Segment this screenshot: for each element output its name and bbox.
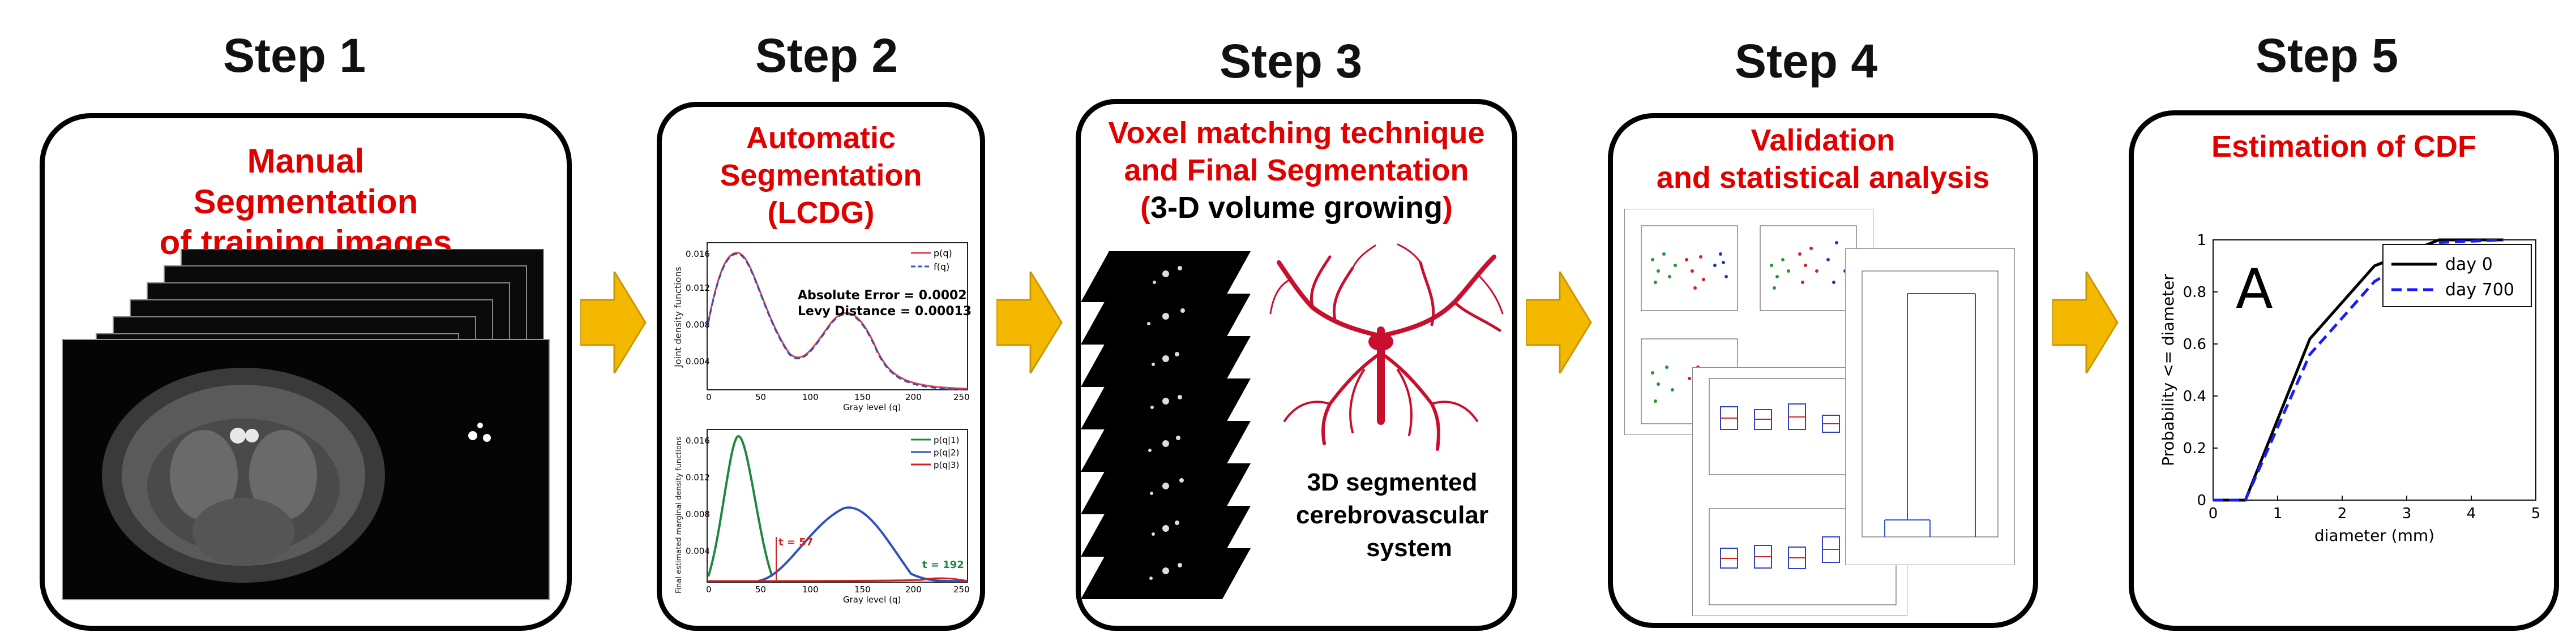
heading-line: Segmentation	[720, 158, 922, 192]
ytick: 0.016	[686, 249, 710, 259]
step-4-panel: Validation and statistical analysis	[1608, 113, 2038, 628]
step-3-caption: 3D segmented cerebrovascular system	[1285, 466, 1500, 565]
xtick: 50	[755, 392, 766, 402]
plot-ylabel: Joint density functions	[673, 266, 683, 368]
panel-label: A	[2236, 257, 2273, 321]
threshold-t1: t = 57	[778, 536, 813, 548]
x-tick-label: 2	[2338, 505, 2347, 522]
caption-line: 3D segmented	[1307, 468, 1478, 496]
heading-line: Manual	[247, 142, 365, 180]
xtick: 50	[755, 584, 766, 595]
step-5-heading: Estimation of CDF	[2134, 128, 2554, 165]
xtick: 150	[854, 584, 871, 595]
series-line-day-700	[2213, 238, 2504, 502]
heading-line: (LCDG)	[767, 196, 875, 230]
step-5-panel: Estimation of CDF 0 1 2 3 4 5 0 0.2 0.4 0.6 0.8 1 di…	[2129, 110, 2559, 631]
xtick: 150	[854, 392, 871, 402]
arrow-1-to-2	[580, 272, 647, 373]
y-tick-label: 0	[2197, 492, 2206, 509]
step-2-panel: Automatic Segmentation (LCDG) Joint dens…	[657, 102, 985, 631]
plot-xlabel: Gray level (q)	[843, 402, 901, 412]
x-axis-label: diameter (mm)	[2314, 526, 2434, 545]
legend-label: p(q)	[934, 248, 952, 259]
heading-line: Segmentation	[193, 183, 418, 221]
x-tick-label: 1	[2273, 505, 2283, 522]
step-2-heading: Automatic Segmentation (LCDG)	[662, 119, 980, 231]
step-3-panel: Voxel matching technique and Final Segme…	[1076, 99, 1517, 631]
step-3-subheading: (3-D volume growing)	[1081, 189, 1512, 226]
xtick: 200	[905, 392, 922, 402]
xtick: 0	[706, 392, 712, 402]
x-tick-label: 3	[2402, 505, 2412, 522]
step-5-title: Step 5	[2255, 29, 2399, 82]
ytick: 0.012	[686, 472, 710, 483]
lcdg-marginal-density-plot: Final estimated marginal density functio…	[675, 429, 970, 605]
plot-xlabel: Gray level (q)	[843, 595, 901, 605]
step-1-heading: Manual Segmentation of training images	[45, 141, 567, 263]
paren-open: (	[1140, 191, 1150, 225]
plot-ylabel: Final estimated marginal density functio…	[675, 437, 683, 593]
volume-growing-label: 3-D volume growing	[1150, 191, 1443, 225]
heading-line: Estimation of CDF	[2211, 130, 2476, 164]
step-3-heading: Voxel matching technique and Final Segme…	[1081, 114, 1512, 226]
cdf-chart: 0 1 2 3 4 5 0 0.2 0.4 0.6 0.8 1 diameter (mm) Probabi…	[2159, 232, 2541, 545]
step-3-title: Step 3	[1219, 35, 1363, 88]
mri-slice-stack	[62, 249, 550, 600]
ytick: 0.008	[686, 320, 710, 330]
heading-line: and Final Segmentation	[1124, 153, 1469, 187]
legend-label: p(q|3)	[934, 460, 959, 470]
cerebrovascular-tree-render	[1269, 243, 1504, 451]
abs-error-note: Absolute Error = 0.0002	[798, 289, 967, 303]
series-line-day-0	[2213, 238, 2504, 502]
legend-box	[2382, 244, 2532, 307]
caption-line: system	[1366, 534, 1452, 562]
cdf-lines	[2213, 238, 2504, 502]
caption-line: cerebrovascular	[1296, 501, 1488, 529]
heading-line: Automatic	[746, 121, 896, 155]
xtick: 200	[905, 584, 922, 595]
x-tick-label: 0	[2209, 505, 2218, 522]
ytick: 0.016	[686, 436, 710, 446]
arrow-2-to-3	[996, 272, 1063, 373]
x-tick-label: 5	[2531, 505, 2541, 522]
step-4-title: Step 4	[1734, 35, 1878, 88]
legend-entry: day 0	[2445, 255, 2493, 274]
arrow-3-to-4	[1526, 272, 1592, 373]
y-tick-label: 1	[2197, 232, 2206, 249]
xtick: 100	[802, 584, 819, 595]
y-tick-label: 0.4	[2183, 388, 2206, 405]
y-tick-label: 0.2	[2183, 440, 2206, 457]
step-4-heading: Validation and statistical analysis	[1613, 122, 2033, 196]
heading-line: Validation	[1751, 123, 1895, 157]
heading-line: Voxel matching technique	[1108, 116, 1485, 150]
validation-dendrogram-figure	[1845, 248, 2015, 565]
legend-label: p(q|1)	[934, 435, 959, 445]
xtick: 250	[953, 392, 970, 402]
y-tick-label: 0.8	[2183, 284, 2206, 301]
cdf-legend: day 0 day 700	[2382, 244, 2532, 307]
threshold-t2: t = 192	[922, 559, 964, 571]
xtick: 0	[706, 584, 712, 595]
step-2-title: Step 2	[755, 29, 898, 82]
binary-slice-stack	[1081, 251, 1251, 599]
xtick: 100	[802, 392, 819, 402]
xtick: 250	[953, 584, 970, 595]
lcdg-joint-density-plot: Joint density functions 0.016 0.012 0.00…	[673, 242, 972, 412]
legend-entry: day 700	[2445, 280, 2514, 300]
legend-label: p(q|2)	[934, 448, 959, 458]
ytick: 0.004	[686, 356, 710, 367]
y-axis-label: Probability <= diameter	[2159, 274, 2177, 466]
arrow-4-to-5	[2052, 272, 2119, 373]
levy-distance-note: Levy Distance = 0.00013	[798, 304, 972, 319]
ytick: 0.008	[686, 509, 710, 519]
slice-front	[62, 339, 550, 600]
legend-label: f(q)	[934, 261, 949, 272]
paren-close: )	[1443, 191, 1453, 225]
x-tick-label: 4	[2467, 505, 2476, 522]
ytick: 0.012	[686, 283, 710, 293]
ytick: 0.004	[686, 546, 710, 556]
step-1-title: Step 1	[222, 29, 366, 82]
heading-line: and statistical analysis	[1656, 161, 1990, 195]
y-tick-label: 0.6	[2183, 336, 2206, 353]
